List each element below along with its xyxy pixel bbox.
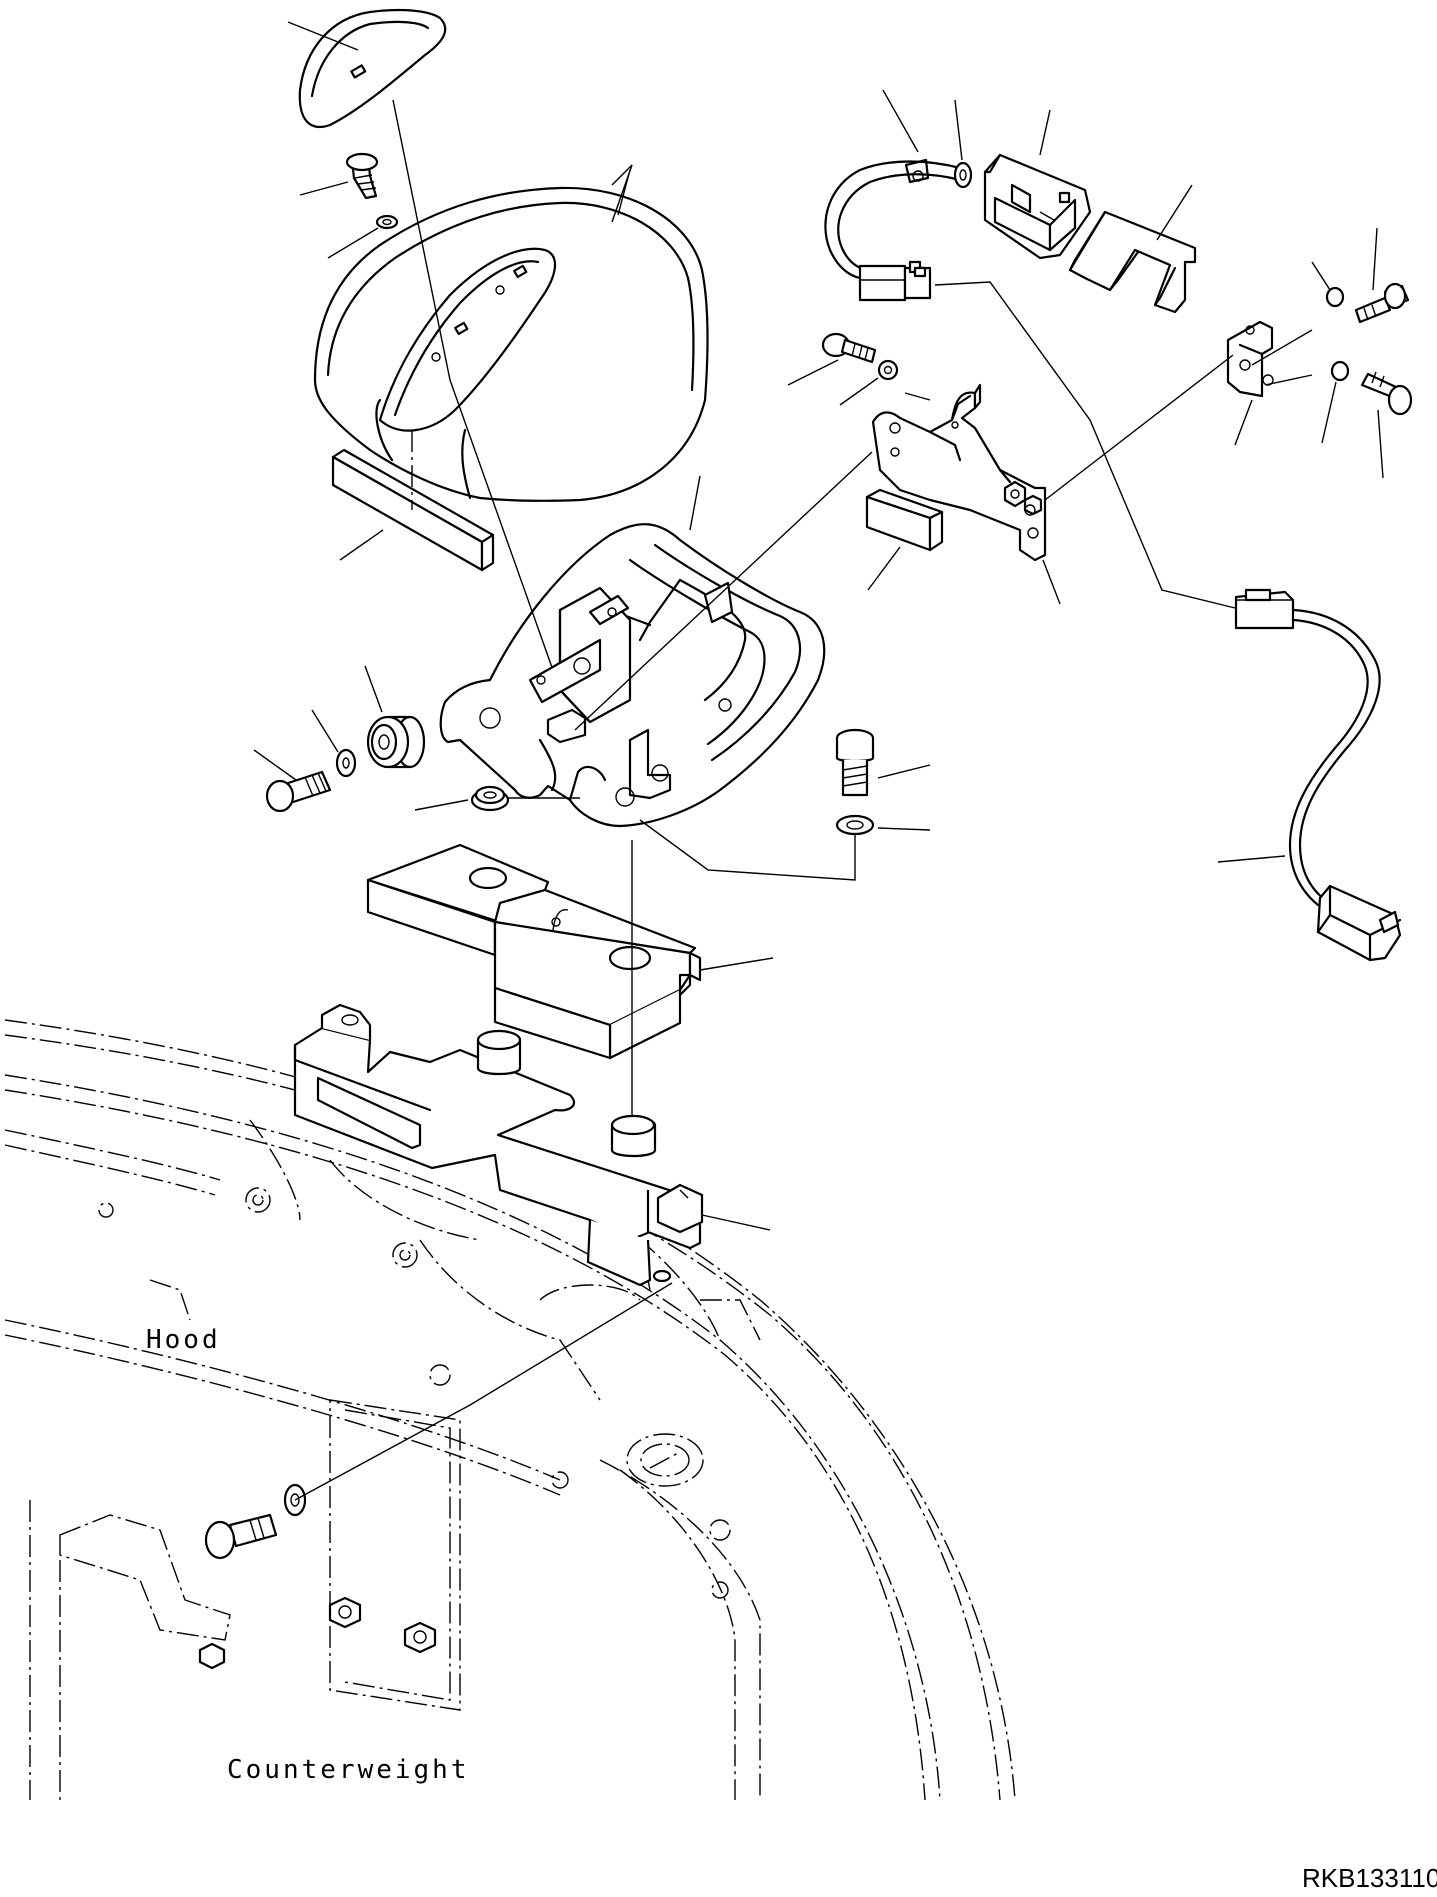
small-grommet: [470, 785, 510, 812]
console-bracket: [439, 523, 826, 828]
mounting-bolt: [204, 1513, 278, 1560]
switch-body: [983, 153, 1092, 260]
switch-cable: [824, 160, 962, 280]
leader-console-bracket: [689, 475, 701, 531]
small-bolt-a: [1354, 282, 1410, 324]
hood-label: Hood: [146, 1325, 221, 1355]
seat-bolt: [345, 152, 379, 200]
foam-strip: [331, 448, 495, 572]
mount-washer: [877, 359, 899, 381]
hood-counterweight-outline: [4, 1019, 1016, 1801]
rubber-grommet: [366, 715, 426, 769]
switch-bracket: [1068, 210, 1197, 314]
drawing-code: RKB133110: [1302, 1863, 1437, 1893]
bracket-washer: [835, 814, 875, 836]
mount-bolt: [821, 332, 877, 364]
bracket-bolt: [835, 728, 875, 797]
small-foam-block: [865, 488, 944, 552]
foam-pad: [366, 843, 702, 1060]
grommet-washer: [335, 748, 357, 778]
small-washer-b: [1330, 360, 1350, 382]
grommet-seal: [953, 161, 973, 189]
seat-washer: [375, 214, 399, 230]
base-plate: [293, 1003, 704, 1287]
wiring-harness: [1234, 588, 1402, 962]
top-cap: [298, 8, 447, 128]
wire-connector-top: [858, 260, 932, 302]
counterweight-nuts: [198, 1596, 437, 1670]
small-washer-a: [1325, 286, 1345, 308]
counterweight-label: Counterweight: [227, 1755, 470, 1785]
cable-clip: [904, 158, 930, 184]
small-angle-bracket: [1226, 320, 1274, 398]
seat-cushion: [313, 186, 709, 502]
switch-mount-plate: [871, 383, 1047, 562]
small-bolt-b: [1360, 371, 1413, 416]
leader-top-cap: [287, 21, 359, 51]
grommet-bolt: [265, 770, 332, 813]
